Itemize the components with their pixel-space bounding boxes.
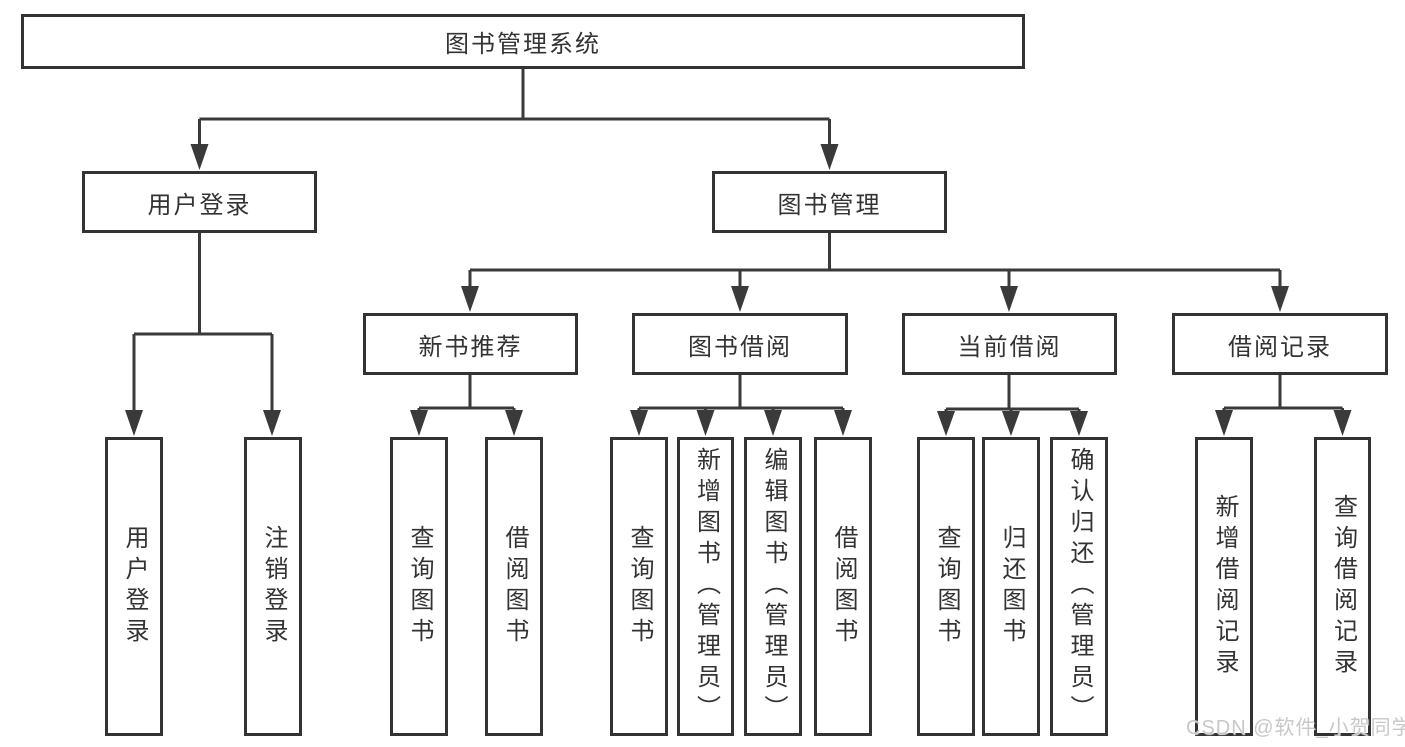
node-leaf-query-borrow-record: 查询借阅记录 — [1314, 437, 1371, 736]
node-leaf-return-books: 归还图书 — [982, 437, 1040, 736]
node-leaf-user-login-label: 用户登录 — [121, 524, 148, 649]
connector-current-borrow-to-children — [937, 375, 1088, 436]
node-leaf-confirm-return-admin: 确认归还（管理员） — [1050, 437, 1108, 736]
node-current-borrow: 当前借阅 — [902, 313, 1117, 375]
node-borrow-records: 借阅记录 — [1172, 313, 1388, 375]
connector-book-borrow-to-children — [630, 375, 852, 436]
node-leaf-add-borrow-record-label: 新增借阅记录 — [1211, 493, 1238, 680]
node-leaf-borrow-books-2: 借阅图书 — [814, 437, 872, 736]
node-leaf-query-books-1-label: 查询图书 — [406, 524, 433, 649]
node-leaf-confirm-return-admin-label: 确认归还（管理员） — [1066, 447, 1093, 726]
node-book-management: 图书管理 — [712, 171, 947, 233]
node-user-login: 用户登录 — [82, 171, 317, 233]
node-leaf-logout: 注销登录 — [244, 437, 302, 736]
node-leaf-add-books-admin: 新增图书（管理员） — [677, 437, 734, 736]
node-book-borrow-label: 图书借阅 — [688, 333, 792, 361]
connector-book-mgmt-to-level3 — [461, 233, 1289, 312]
connector-root-to-level2 — [190, 69, 839, 170]
node-leaf-borrow-books-1: 借阅图书 — [485, 437, 543, 736]
node-book-management-label: 图书管理 — [777, 191, 882, 219]
node-borrow-records-label: 借阅记录 — [1228, 333, 1332, 361]
node-new-book-recommend-label: 新书推荐 — [418, 333, 523, 361]
connector-user-login-to-children — [125, 233, 281, 436]
node-root: 图书管理系统 — [21, 14, 1025, 69]
node-user-login-label: 用户登录 — [147, 191, 252, 219]
node-current-borrow-label: 当前借阅 — [957, 333, 1062, 361]
node-leaf-return-books-label: 归还图书 — [998, 524, 1025, 649]
node-leaf-query-books-2: 查询图书 — [610, 437, 668, 736]
node-leaf-edit-books-admin-label: 编辑图书（管理员） — [760, 447, 787, 726]
node-leaf-query-books-3: 查询图书 — [917, 437, 975, 736]
node-root-label: 图书管理系统 — [445, 31, 601, 58]
node-leaf-logout-label: 注销登录 — [260, 524, 287, 649]
node-leaf-add-borrow-record: 新增借阅记录 — [1195, 437, 1253, 736]
node-new-book-recommend: 新书推荐 — [363, 313, 578, 375]
node-leaf-borrow-books-2-label: 借阅图书 — [830, 524, 857, 649]
connector-borrow-records-to-children — [1215, 375, 1352, 436]
node-leaf-query-books-3-label: 查询图书 — [933, 524, 960, 649]
node-leaf-query-books-1: 查询图书 — [390, 437, 448, 736]
node-leaf-query-books-2-label: 查询图书 — [626, 524, 653, 649]
node-book-borrow: 图书借阅 — [632, 313, 848, 375]
node-leaf-edit-books-admin: 编辑图书（管理员） — [744, 437, 802, 736]
connector-new-books-to-children — [410, 375, 523, 436]
node-leaf-borrow-books-1-label: 借阅图书 — [501, 524, 528, 649]
node-leaf-add-books-admin-label: 新增图书（管理员） — [692, 447, 720, 726]
node-leaf-query-borrow-record-label: 查询借阅记录 — [1329, 493, 1357, 680]
node-leaf-user-login: 用户登录 — [105, 437, 163, 736]
csdn-watermark: CSDN @软件_小贺同学 — [1186, 717, 1405, 739]
